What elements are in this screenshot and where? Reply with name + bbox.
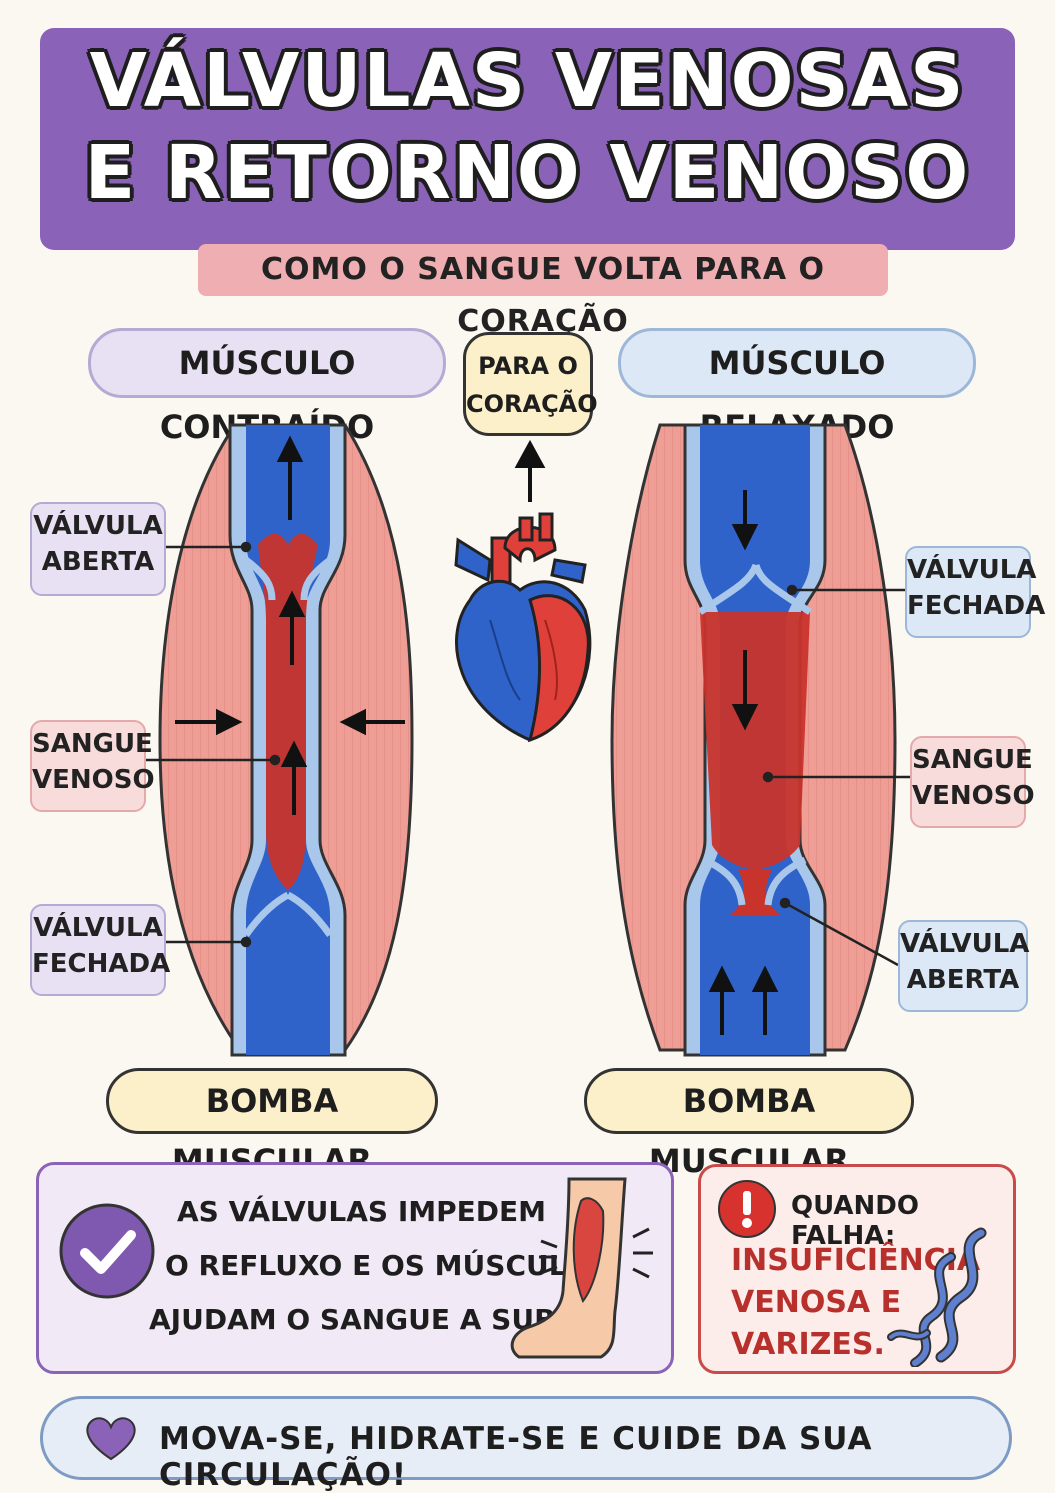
calf-leg-icon	[510, 1177, 653, 1359]
leader-lines	[146, 541, 910, 967]
exclamation-icon	[718, 1180, 776, 1238]
left-label-valve-closed-1: VÁLVULA	[33, 913, 163, 943]
right-panel-header: MÚSCULO RELAXADO	[618, 328, 976, 446]
info-box: AS VÁLVULAS IMPEDEM O REFLUXO E OS MÚSCU…	[36, 1162, 674, 1374]
warning-heading: QUANDO FALHA:	[791, 1191, 919, 1251]
left-label-blood-1: SANGUE	[32, 729, 153, 759]
title-line-1: VÁLVULAS VENOSAS	[89, 38, 966, 124]
warning-box: QUANDO FALHA: INSUFICIÊNCIA VENOSA E VAR…	[698, 1164, 1016, 1374]
title-line-2: E RETORNO VENOSO	[84, 130, 971, 216]
bottom-message-bar: MOVA-SE, HIDRATE-SE E CUIDE DA SUA CIRCU…	[40, 1396, 1012, 1493]
info-line-1: AS VÁLVULAS IMPEDEM	[177, 1195, 547, 1228]
left-label-valve-open-1: VÁLVULA	[33, 511, 163, 541]
left-label-valve-open: VÁLVULA ABERTA	[30, 502, 166, 596]
bottom-message: MOVA-SE, HIDRATE-SE E CUIDE DA SUA CIRCU…	[159, 1421, 873, 1493]
right-label-valve-closed-1: VÁLVULA	[907, 555, 1037, 585]
right-vein	[683, 423, 827, 1057]
right-label-blood: SANGUE VENOSO	[910, 736, 1035, 828]
left-panel-header: MÚSCULO CONTRAÍDO	[88, 328, 446, 446]
left-label-blood-2: VENOSO	[32, 765, 155, 795]
right-label-valve-open: VÁLVULA ABERTA	[898, 920, 1030, 1012]
warning-line-2: VENOSA E	[731, 1285, 902, 1320]
right-label-blood-2: VENOSO	[912, 781, 1035, 811]
right-label-valve-open-2: ABERTA	[906, 965, 1020, 995]
heart-icon	[86, 1417, 136, 1461]
anatomical-heart-icon	[454, 439, 592, 743]
right-label-valve-closed-2: FECHADA	[907, 591, 1046, 621]
right-label-valve-closed: VÁLVULA FECHADA	[905, 546, 1046, 638]
check-icon	[59, 1203, 155, 1299]
to-heart-line-1: PARA O	[478, 352, 578, 380]
to-heart-tag: PARA O CORAÇÃO	[463, 332, 598, 436]
left-label-valve-closed-2: FECHADA	[32, 949, 171, 979]
right-panel-footer: BOMBA MUSCULAR	[584, 1068, 914, 1180]
subtitle: COMO O SANGUE VOLTA PARA O CORAÇÃO	[198, 244, 888, 339]
right-label-blood-1: SANGUE	[912, 745, 1033, 775]
left-panel-footer: BOMBA MUSCULAR	[106, 1068, 438, 1180]
varicose-vein-icon	[887, 1227, 987, 1367]
warning-line-3: VARIZES.	[731, 1327, 885, 1362]
title-band	[40, 28, 1015, 250]
to-heart-line-2: CORAÇÃO	[466, 390, 598, 418]
info-line-2: O REFLUXO E OS MÚSCULOS	[165, 1249, 610, 1282]
left-label-valve-closed: VÁLVULA FECHADA	[30, 904, 171, 996]
left-vein	[175, 423, 405, 1057]
left-label-blood: SANGUE VENOSO	[30, 720, 155, 812]
right-label-valve-open-1: VÁLVULA	[900, 929, 1030, 959]
left-label-valve-open-2: ABERTA	[41, 547, 155, 577]
